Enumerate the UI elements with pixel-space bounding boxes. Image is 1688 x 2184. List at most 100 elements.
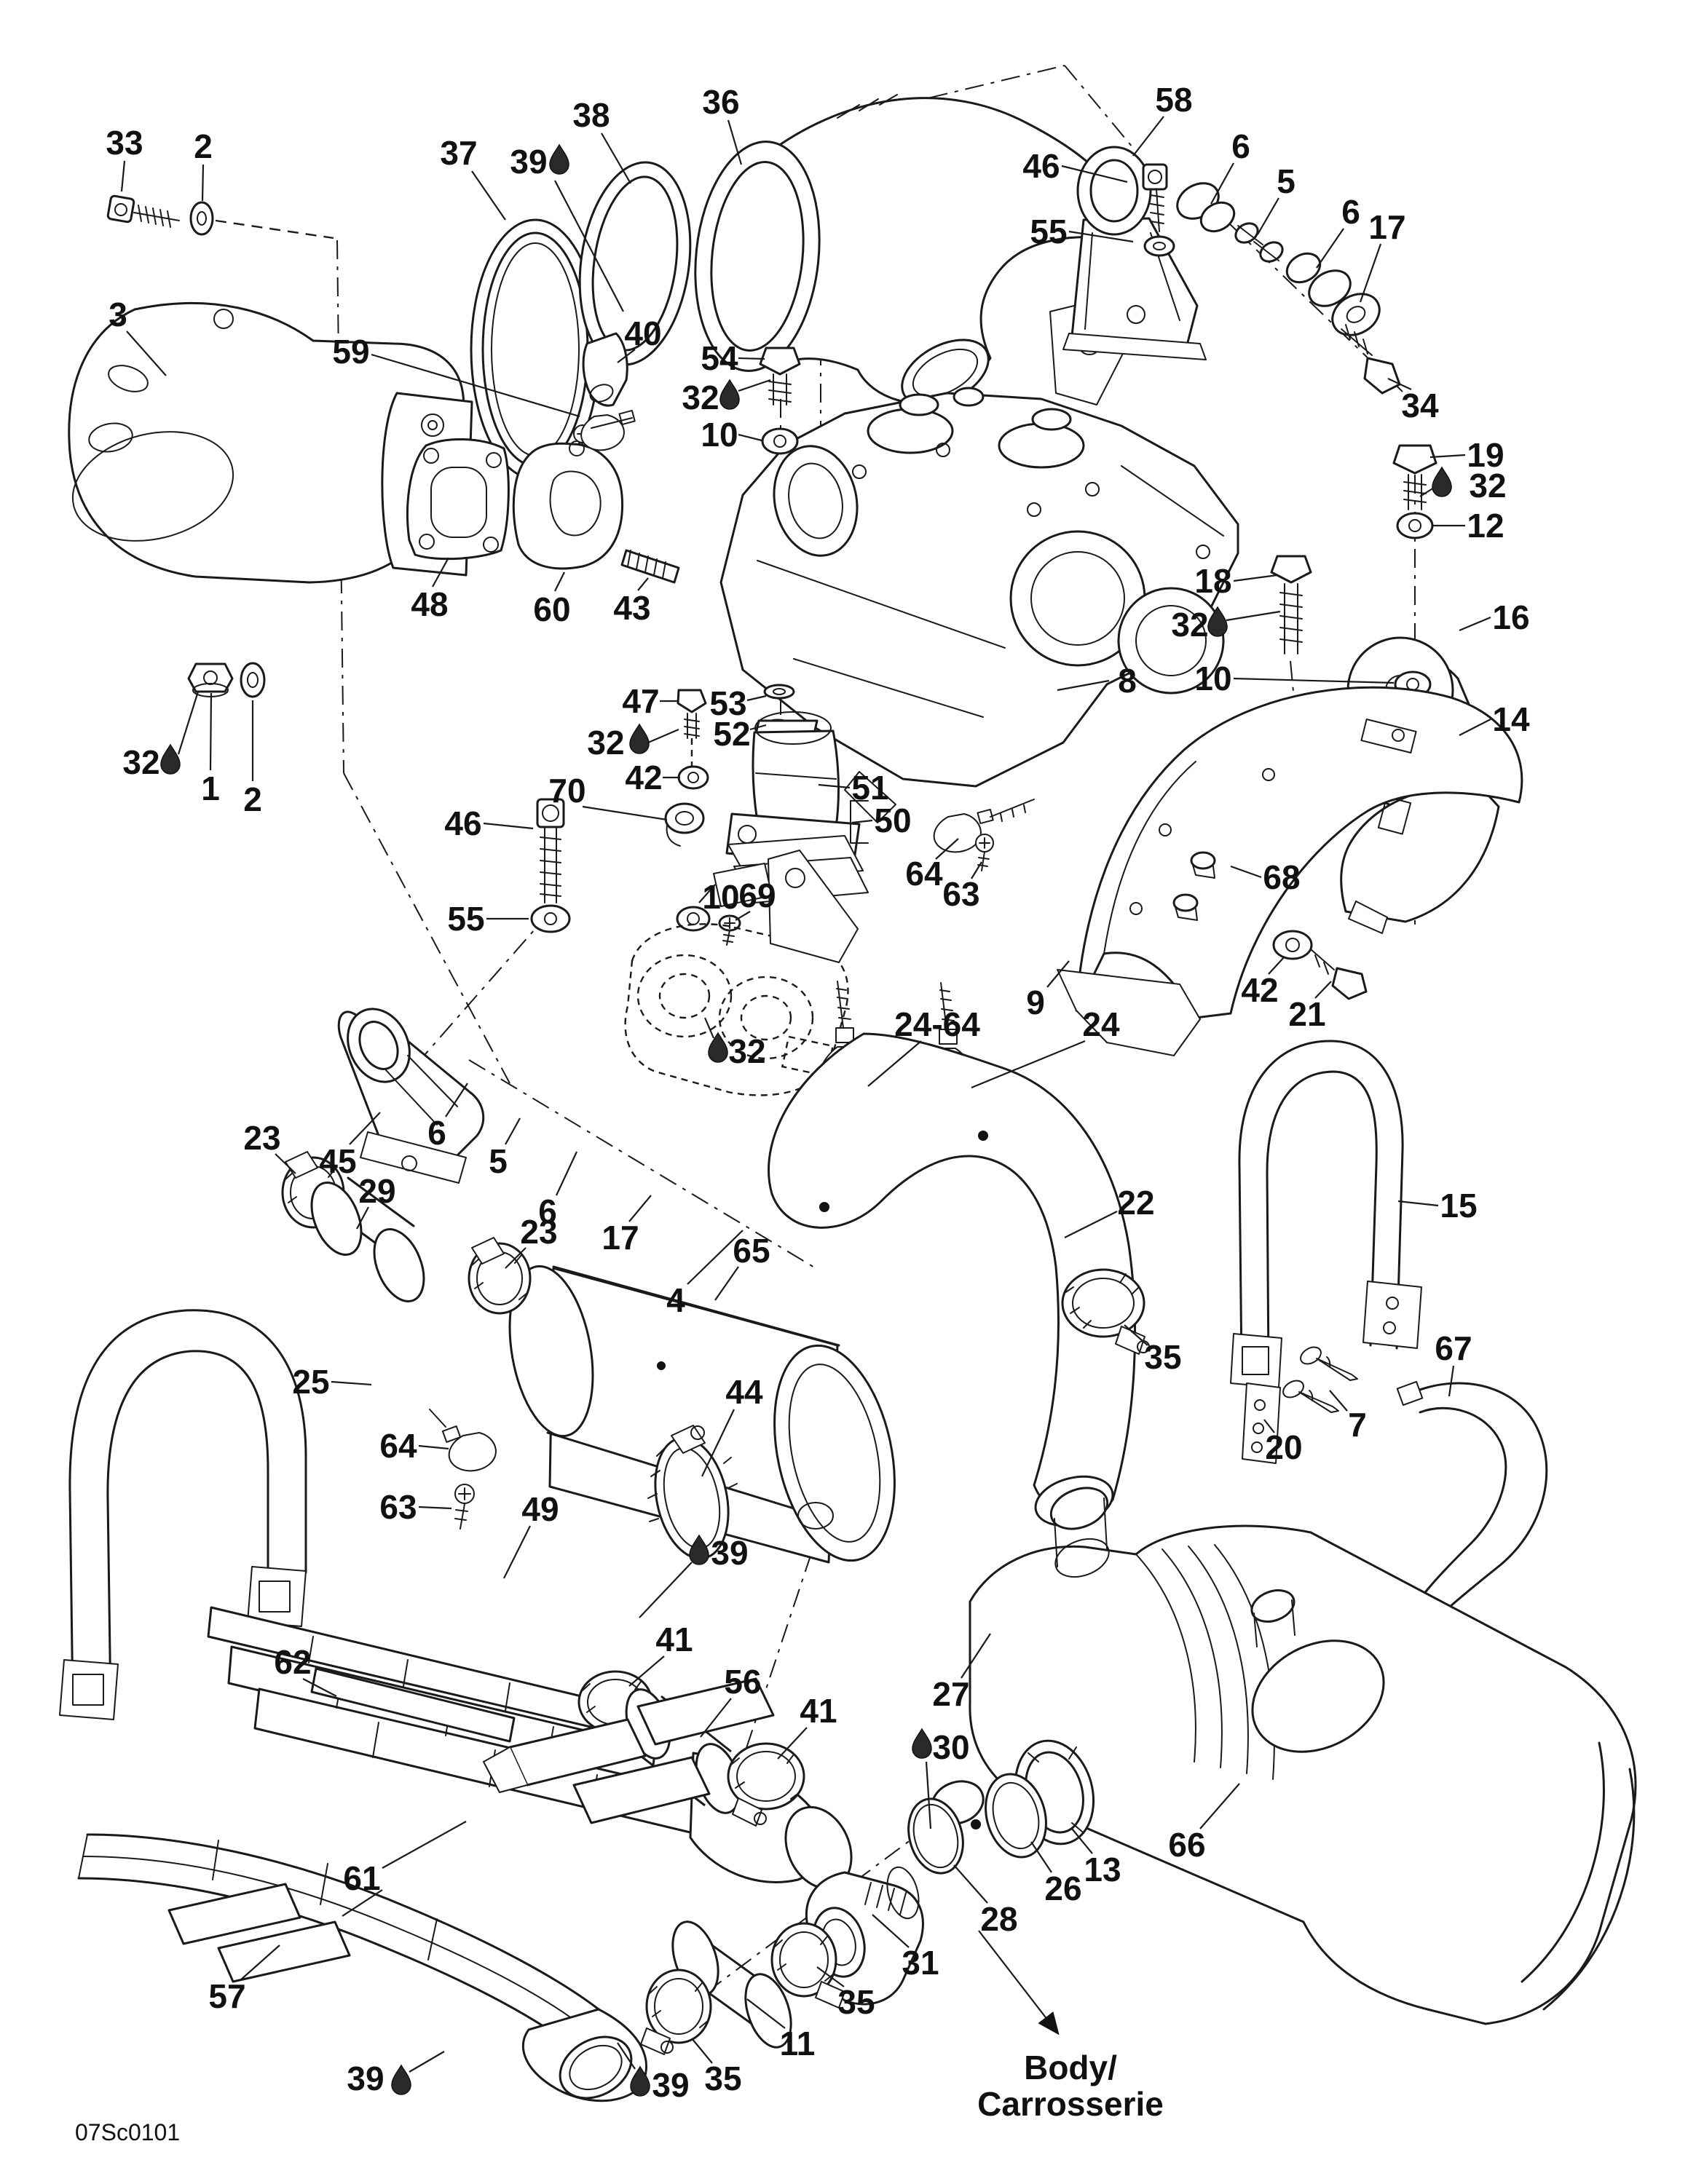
callout-label: 41 xyxy=(800,1692,837,1730)
part-1-nut-2-washer xyxy=(187,662,266,698)
callout-27: 27 xyxy=(932,1633,991,1713)
callout-label: 17 xyxy=(1368,208,1405,246)
callout-label: 56 xyxy=(724,1663,761,1701)
callout-label: 2 xyxy=(243,780,262,818)
callout-leader xyxy=(971,1040,1086,1089)
callout-label: 14 xyxy=(1492,700,1530,738)
callout-44: 44 xyxy=(701,1373,763,1477)
callout-35: 35 xyxy=(1124,1324,1182,1376)
callout-leader xyxy=(1314,981,1332,999)
callout-label: 25 xyxy=(292,1363,329,1401)
callout-leader xyxy=(617,349,636,363)
callout-15: 15 xyxy=(1397,1187,1478,1224)
callout-label: 53 xyxy=(709,684,746,722)
callout-leader xyxy=(746,1998,786,2029)
callout-leader xyxy=(418,1506,452,1510)
callout-52: 52 xyxy=(713,715,767,753)
part-27-66-muffler xyxy=(931,1487,1637,2025)
lubricant-drop-icon xyxy=(629,723,650,754)
callout-50: 50 xyxy=(851,802,912,839)
part-8-engine xyxy=(719,387,1239,823)
callout-39: 39 xyxy=(510,143,624,312)
callout-label: 61 xyxy=(343,1859,380,1897)
part-65-muffler-44-clamp xyxy=(508,1265,896,1564)
callout-leader xyxy=(1316,228,1344,269)
callout-label: 24-64 xyxy=(894,1005,980,1043)
callout-leader xyxy=(554,180,624,312)
body-annotation: Body/ Carrosserie xyxy=(977,1930,1164,2123)
callout-leader xyxy=(701,1409,735,1477)
part-48-gasket xyxy=(406,438,510,561)
callout-label: 30 xyxy=(932,1728,969,1766)
callout-label: 39 xyxy=(652,2066,689,2104)
callout-35: 35 xyxy=(691,2038,742,2097)
callout-22: 22 xyxy=(1064,1184,1155,1238)
callout-leader xyxy=(851,819,873,824)
callout-38: 38 xyxy=(572,96,631,184)
callout-label: 35 xyxy=(837,1983,875,2021)
callout-leader xyxy=(601,132,631,184)
callout-leader xyxy=(505,1247,526,1269)
callout-63: 63 xyxy=(379,1488,452,1526)
callout-24-64: 24-64 xyxy=(867,1005,980,1087)
callout-leader xyxy=(872,1914,910,1948)
part-61-foam-pads xyxy=(167,1677,775,1983)
part-68-42-21-hardware xyxy=(1172,851,1368,1000)
callout-label: 48 xyxy=(411,585,448,623)
callout-label: 21 xyxy=(1288,995,1325,1033)
callout-label: 13 xyxy=(1084,1851,1121,1888)
callout-41: 41 xyxy=(777,1692,837,1760)
callout-10: 10 xyxy=(1194,660,1395,697)
callout-leader xyxy=(418,1444,449,1450)
callout-53: 53 xyxy=(709,684,767,722)
callout-leader xyxy=(1233,574,1278,582)
callout-label: 62 xyxy=(274,1643,311,1681)
callout-17: 17 xyxy=(1359,208,1406,303)
callout-2: 2 xyxy=(194,127,213,202)
callout-leader xyxy=(1329,1390,1348,1412)
callout-leader xyxy=(177,691,200,755)
callout-label: 32 xyxy=(1469,467,1506,505)
callout-label: 52 xyxy=(713,715,750,753)
callout-35: 35 xyxy=(816,1966,875,2021)
callout-12: 12 xyxy=(1432,507,1504,545)
callout-label: 40 xyxy=(624,314,661,352)
part-57-duct xyxy=(77,1833,647,2102)
part-33-screw-and-2-washer xyxy=(106,194,214,236)
callout-leader xyxy=(505,1117,521,1145)
callout-14: 14 xyxy=(1459,700,1530,738)
callout-31: 31 xyxy=(872,1914,939,1982)
callout-4: 4 xyxy=(666,1230,744,1319)
callout-leader xyxy=(556,1151,577,1196)
callout-32: 32 xyxy=(703,1017,766,1070)
callout-62: 62 xyxy=(274,1643,337,1697)
callout-label: 29 xyxy=(358,1172,395,1210)
part-40-59-small-parts xyxy=(580,332,636,451)
callout-label: 43 xyxy=(613,589,650,627)
callout-label: 37 xyxy=(440,134,477,172)
callout-26: 26 xyxy=(1030,1841,1082,1907)
callout-1: 1 xyxy=(201,692,220,807)
callout-68: 68 xyxy=(1230,858,1301,896)
callout-leader xyxy=(639,1562,693,1618)
callout-leader xyxy=(1068,230,1134,243)
callout-leader xyxy=(240,1944,280,1981)
callout-39: 39 xyxy=(617,2042,690,2104)
body-label-line1: Body/ xyxy=(1024,2049,1117,2086)
callout-leader xyxy=(409,2051,445,2073)
callout-label: 58 xyxy=(1155,81,1192,119)
callout-leader xyxy=(714,1266,739,1301)
callout-label: 39 xyxy=(510,143,547,181)
callout-leader xyxy=(1057,679,1110,692)
callout-label: 64 xyxy=(905,855,943,893)
callout-leader xyxy=(1429,454,1466,459)
callout-19: 19 xyxy=(1429,436,1504,474)
callout-67: 67 xyxy=(1435,1329,1472,1397)
callout-label: 60 xyxy=(533,590,570,628)
part-43-stud xyxy=(620,549,680,584)
part-25-64-63-strap-hardware xyxy=(59,1309,497,1720)
callout-label: 20 xyxy=(1265,1428,1302,1466)
callout-label: 63 xyxy=(942,875,979,913)
callout-leader xyxy=(356,1206,369,1230)
